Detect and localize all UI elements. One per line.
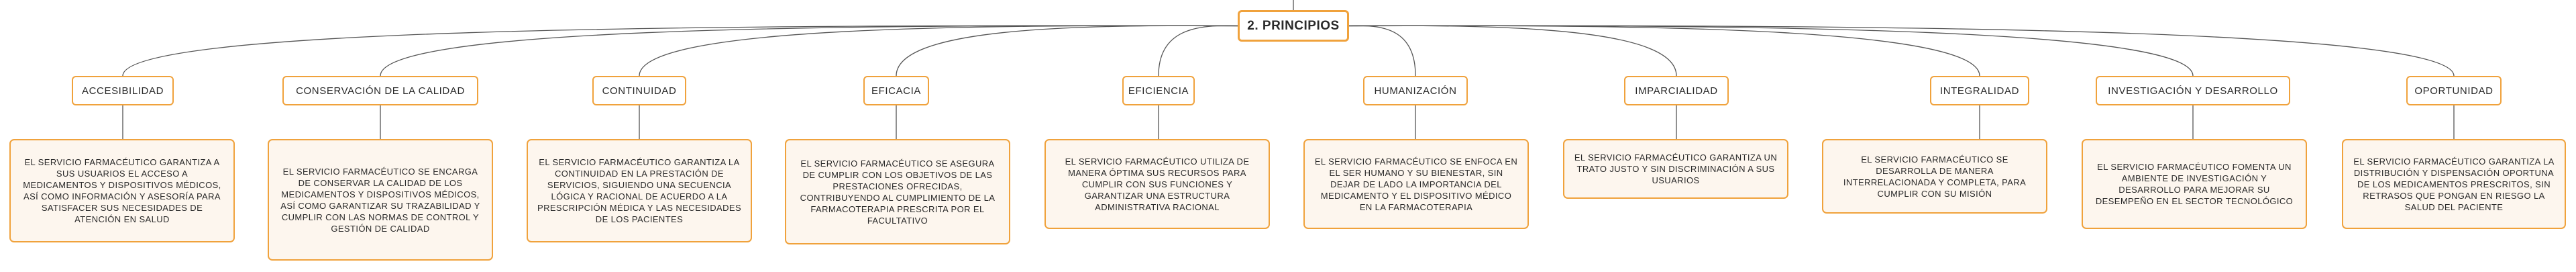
principle-title-investigacion: INVESTIGACIÓN Y DESARROLLO xyxy=(2096,76,2290,105)
connector-branch xyxy=(1348,25,1416,77)
principle-title-humanizacion: HUMANIZACIÓN xyxy=(1363,76,1468,105)
connector-branch xyxy=(896,25,1238,77)
principle-title-oportunidad: OPORTUNIDAD xyxy=(2406,76,2502,105)
principle-desc-investigacion: EL SERVICIO FARMACÉUTICO FOMENTA UN AMBI… xyxy=(2082,139,2307,229)
principle-desc-integralidad: EL SERVICIO FARMACÉUTICO SE DESARROLLA D… xyxy=(1822,139,2047,214)
root-label: 2. PRINCIPIOS xyxy=(1247,18,1340,33)
connector-branch xyxy=(380,25,1238,77)
connector-branch xyxy=(1158,25,1238,77)
connector-branch xyxy=(1348,25,1677,77)
principle-title-imparcialidad: IMPARCIALIDAD xyxy=(1624,76,1729,105)
connector-branch xyxy=(639,25,1238,77)
principle-title-accesibilidad: ACCESIBILIDAD xyxy=(72,76,174,105)
principle-desc-eficacia: EL SERVICIO FARMACÉUTICO SE ASEGURA DE C… xyxy=(785,139,1010,244)
principle-title-integralidad: INTEGRALIDAD xyxy=(1930,76,2029,105)
principle-desc-conservacion: EL SERVICIO FARMACÉUTICO SE ENCARGA DE C… xyxy=(268,139,493,261)
root-node-principios: 2. PRINCIPIOS xyxy=(1238,10,1349,42)
principle-desc-imparcialidad: EL SERVICIO FARMACÉUTICO GARANTIZA UN TR… xyxy=(1563,139,1788,199)
principle-desc-accesibilidad: EL SERVICIO FARMACÉUTICO GARANTIZA A SUS… xyxy=(9,139,235,242)
connector-branch xyxy=(1348,25,2194,77)
principle-desc-eficiencia: EL SERVICIO FARMACÉUTICO UTILIZA DE MANE… xyxy=(1044,139,1270,229)
principle-title-conservacion: CONSERVACIÓN DE LA CALIDAD xyxy=(282,76,478,105)
principle-desc-humanizacion: EL SERVICIO FARMACÉUTICO SE ENFOCA EN EL… xyxy=(1303,139,1529,229)
principle-desc-oportunidad: EL SERVICIO FARMACÉUTICO GARANTIZA LA DI… xyxy=(2342,139,2566,229)
connector-branch xyxy=(1348,25,2455,77)
principle-title-eficacia: EFICACIA xyxy=(863,76,929,105)
principle-desc-continuidad: EL SERVICIO FARMACÉUTICO GARANTIZA LA CO… xyxy=(527,139,752,242)
principle-title-eficiencia: EFICIENCIA xyxy=(1122,76,1195,105)
principle-title-continuidad: CONTINUIDAD xyxy=(592,76,686,105)
connector-branch xyxy=(1348,25,1980,77)
